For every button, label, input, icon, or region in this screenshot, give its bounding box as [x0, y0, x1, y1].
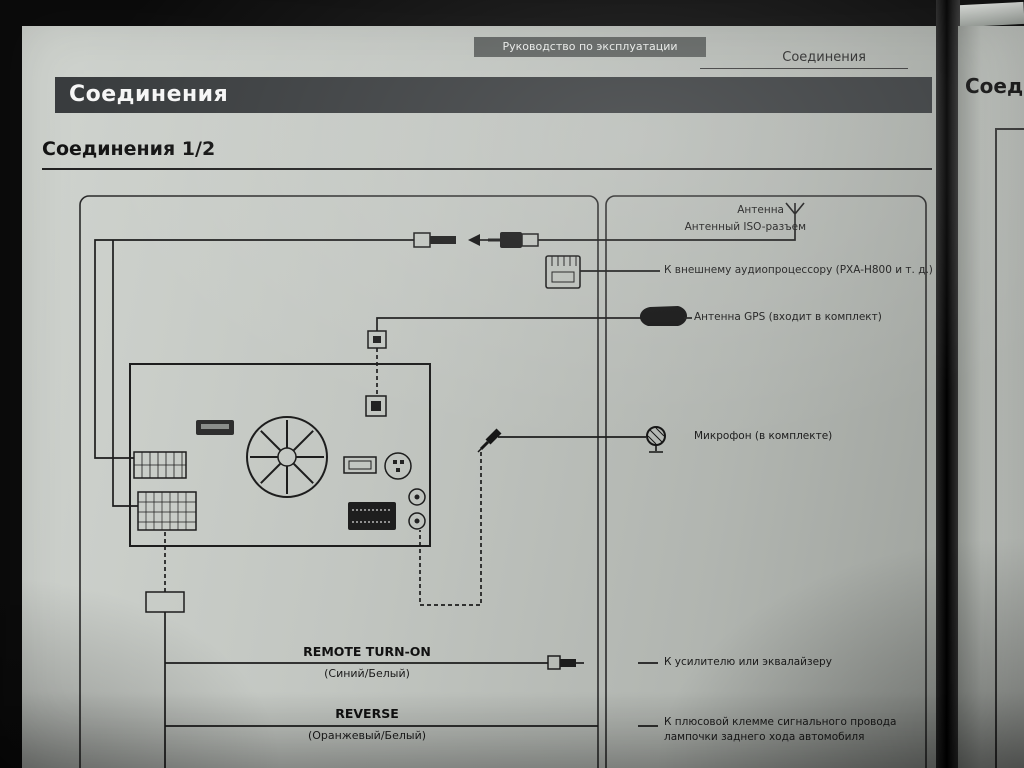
- head-unit-rear-panel: [129, 363, 431, 547]
- next-page-corner: Соединения: [958, 26, 1024, 768]
- gps-label: Антенна GPS (входит в комплект): [694, 311, 882, 323]
- remote-connector-icon: [547, 655, 576, 670]
- section-heading: Соединения 1/2: [42, 138, 216, 160]
- next-page-border: [995, 128, 997, 768]
- book-spine-shadow: [936, 0, 960, 768]
- diagram-right-box: [605, 195, 927, 768]
- branch-connector-icon: [145, 591, 185, 613]
- audio-processor-connector-icon: [545, 255, 581, 289]
- running-head-rule: [700, 68, 908, 69]
- gps-lead: [376, 317, 650, 331]
- gps-antenna-icon: [639, 306, 692, 326]
- microphone-dashed-lead: [419, 452, 482, 606]
- gps-socket-icon: [365, 395, 387, 417]
- din-connector-icon: [384, 452, 412, 480]
- running-head-section: Соединения: [782, 50, 866, 65]
- fan-icon: [246, 416, 328, 498]
- bottom-connector-icon: [348, 502, 396, 530]
- antenna-wire-right: [538, 229, 796, 241]
- chapter-title-bar: Соединения: [55, 77, 932, 113]
- power-wire-left: [112, 240, 138, 507]
- audio-processor-label: К внешнему аудиопроцессору (PXA-H800 и т…: [664, 264, 933, 276]
- diagram-left-box: [79, 195, 599, 768]
- manual-page: [22, 26, 938, 768]
- next-page-title: Соединения: [965, 74, 1024, 98]
- reverse-target-line2: лампочки заднего хода автомобиля: [664, 731, 865, 743]
- microphone-label: Микрофон (в комплекте): [694, 430, 833, 442]
- usb-connector-icon: [343, 456, 377, 474]
- reverse-color: (Оранжевый/Белый): [307, 729, 427, 742]
- gps-connector-icon: [367, 330, 387, 349]
- reverse-name: REVERSE: [335, 706, 399, 721]
- remote-turn-on-color: (Синий/Белый): [324, 667, 410, 680]
- antenna-wire-left: [94, 239, 414, 459]
- amplifier-label: К усилителю или эквалайзеру: [664, 656, 832, 668]
- microphone-icon: [646, 426, 666, 453]
- antenna-icon: [785, 202, 805, 229]
- left-connector-icon: [133, 451, 187, 479]
- iso-antenna-plugs-icon: [413, 232, 539, 248]
- hdmi-connector-icon: [196, 420, 234, 435]
- reverse-target-line1: К плюсовой клемме сигнального провода: [664, 716, 897, 728]
- jack-plug-icon: [477, 428, 502, 453]
- next-page-rule: [996, 128, 1024, 130]
- manual-title-strip: Руководство по эксплуатации: [474, 37, 706, 57]
- rca-jacks-icon: [408, 488, 426, 530]
- antenna-label: Антенна: [737, 204, 784, 216]
- antenna-iso-label: Антенный ISO-разъем: [684, 221, 806, 233]
- section-rule: [42, 168, 932, 170]
- main-harness-connector-icon: [137, 491, 197, 531]
- remote-turn-on-name: REMOTE TURN-ON: [303, 644, 431, 659]
